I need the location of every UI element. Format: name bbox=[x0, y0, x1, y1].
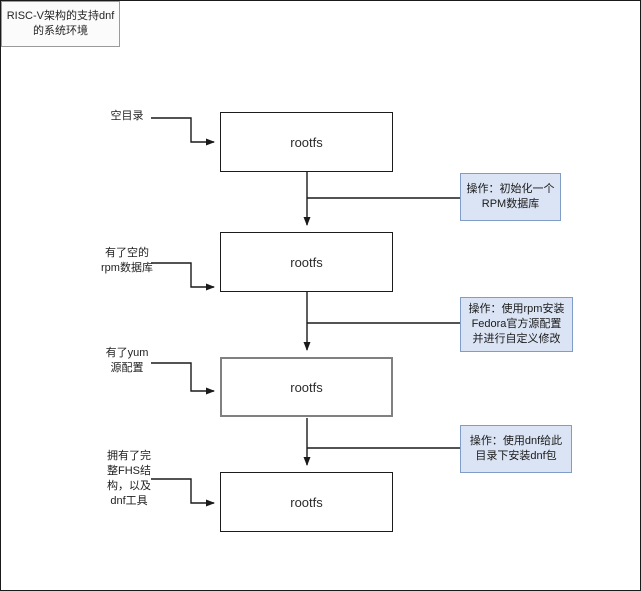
node-label: rootfs bbox=[290, 379, 323, 395]
state-label-4: 拥有了完 整FHS结 构，以及 dnf工具 bbox=[107, 450, 151, 507]
connector-label3-to-node3 bbox=[151, 362, 215, 395]
note-box-1[interactable]: 操作：初始化一个 RPM数据库 bbox=[460, 173, 561, 221]
node-label: rootfs bbox=[290, 494, 323, 510]
diagram-title-box: RISC-V架构的支持dnf的系统环境 bbox=[1, 1, 120, 47]
node-label: rootfs bbox=[290, 134, 323, 150]
note-box-3[interactable]: 操作：使用dnf给此 目录下安装dnf包 bbox=[460, 425, 572, 473]
state-label-1: 空目录 bbox=[110, 110, 144, 122]
state-label-2: 有了空的 rpm数据库 bbox=[101, 247, 153, 274]
node-box-rootfs-3[interactable]: rootfs bbox=[220, 357, 393, 417]
node-box-rootfs-2[interactable]: rootfs bbox=[220, 232, 393, 292]
connector-label2-to-node2 bbox=[151, 262, 215, 291]
node-label: rootfs bbox=[290, 254, 323, 270]
state-label-3: 有了yum 源配置 bbox=[105, 347, 149, 374]
node-box-rootfs-4[interactable]: rootfs bbox=[220, 472, 393, 532]
note-box-2[interactable]: 操作：使用rpm安装 Fedora官方源配置 并进行自定义修改 bbox=[460, 297, 573, 352]
connector-label1-to-node1 bbox=[151, 117, 215, 146]
connector-label4-to-node4 bbox=[151, 478, 215, 507]
node-box-rootfs-1[interactable]: rootfs bbox=[220, 112, 393, 172]
